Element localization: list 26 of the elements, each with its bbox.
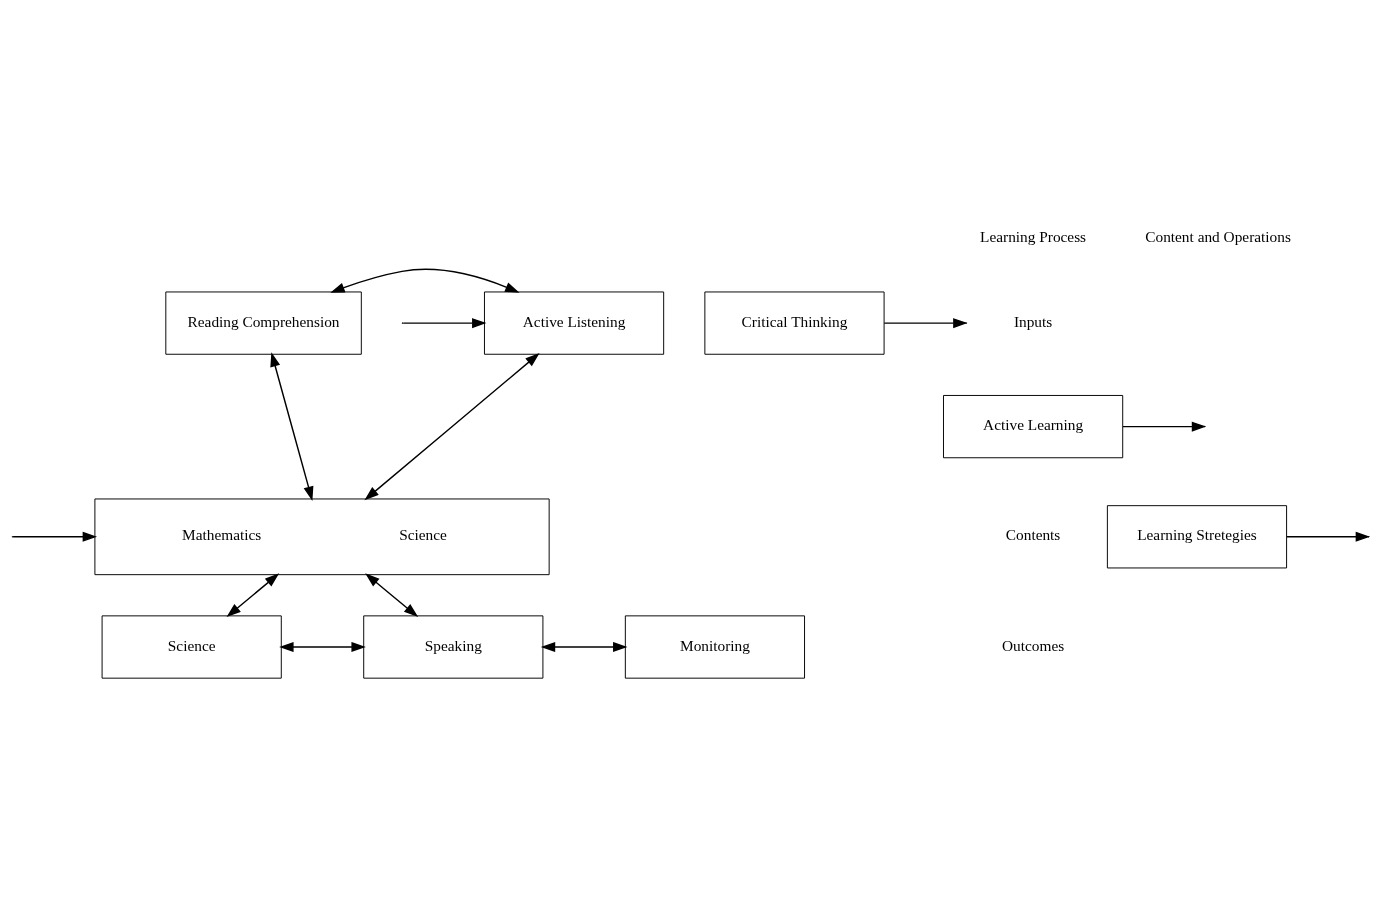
node-box: Mathematics Science <box>94 497 550 575</box>
arrow <box>226 572 280 617</box>
node-box: Speaking <box>363 614 544 679</box>
label: Learning Process <box>980 227 1087 245</box>
label: Content and Operations <box>1145 227 1291 245</box>
node-box: Learning Stretegies <box>1106 504 1288 568</box>
arrow <box>883 317 968 328</box>
node-box: Science <box>101 614 282 679</box>
arrow <box>330 268 520 293</box>
label: Contents <box>1005 525 1061 543</box>
node-box: Active Learning <box>943 394 1124 458</box>
arrow <box>1286 531 1371 542</box>
arrow <box>270 351 314 501</box>
arrow <box>364 352 540 500</box>
arrow <box>402 317 487 328</box>
arrow <box>540 641 628 652</box>
arrow <box>365 572 419 617</box>
label: Outcomes <box>1002 636 1065 654</box>
label: Inputs <box>1013 312 1053 330</box>
arrow <box>279 641 366 652</box>
node-box: Active Listening <box>483 290 665 355</box>
node-box: Reading Comprehension <box>165 290 362 355</box>
arrow <box>1122 421 1207 432</box>
node-box: Critical Thinking <box>704 290 885 355</box>
node-box: Monitoring <box>624 614 805 679</box>
arrow <box>12 531 98 542</box>
